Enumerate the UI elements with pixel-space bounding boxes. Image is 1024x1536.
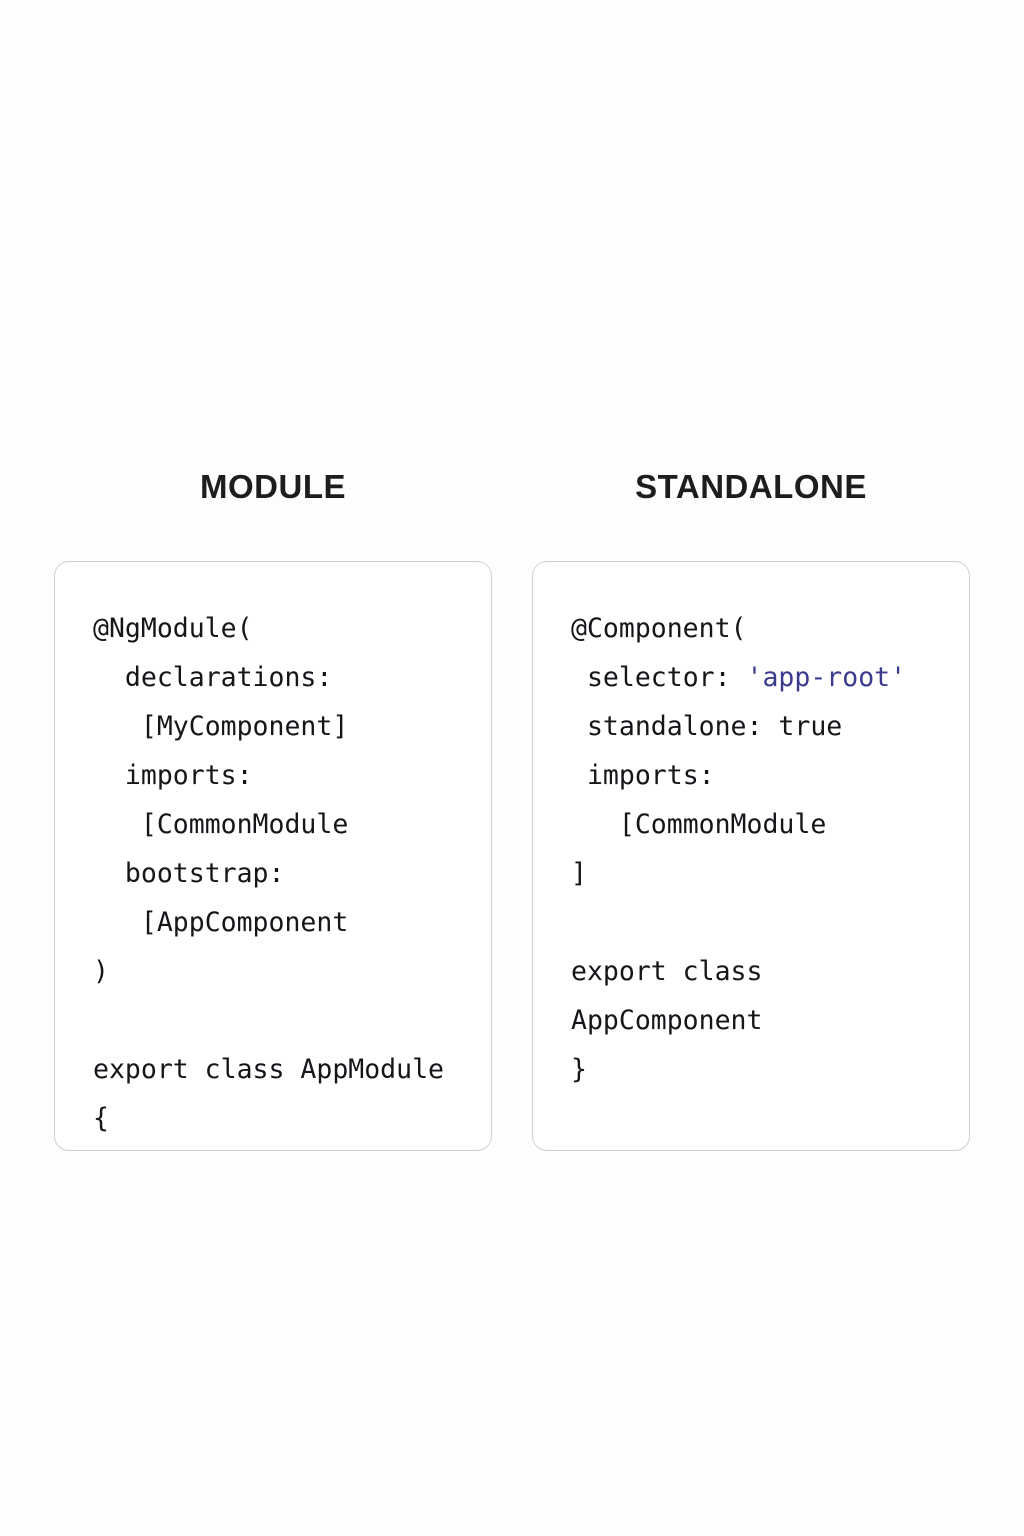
code-block-module: @NgModule( declarations: [MyComponent] i… <box>93 604 469 1143</box>
code-line: ] <box>571 858 587 889</box>
code-line: declarations: <box>93 662 333 693</box>
code-line: standalone: true <box>571 711 843 742</box>
code-token-string-app-root: 'app-root' <box>746 662 907 693</box>
page-title-module: MODULE <box>200 468 346 505</box>
code-line: export class AppComponent <box>571 956 779 1036</box>
column-module: MODULE @NgModule( declarations: [MyCompo… <box>54 470 492 1151</box>
comparison-columns: MODULE @NgModule( declarations: [MyCompo… <box>0 470 1024 1151</box>
code-line: @NgModule( <box>93 613 253 644</box>
code-line: [CommonModule <box>571 809 827 840</box>
code-line: bootstrap: <box>93 858 285 889</box>
column-standalone: STANDALONE @Component( selector: 'app-ro… <box>532 470 970 1151</box>
code-line: [MyComponent] <box>93 711 349 742</box>
code-block-standalone: @Component( selector: 'app-root' standal… <box>571 604 947 1094</box>
code-line-blank <box>571 898 947 947</box>
code-line-selector: selector: 'app-root' <box>571 653 947 702</box>
page-title-standalone: STANDALONE <box>635 468 867 505</box>
code-line: [AppComponent <box>93 907 349 938</box>
code-card-standalone: @Component( selector: 'app-root' standal… <box>532 561 970 1151</box>
code-line: [CommonModule <box>93 809 349 840</box>
code-card-module: @NgModule( declarations: [MyComponent] i… <box>54 561 492 1151</box>
code-line: imports: <box>93 760 253 791</box>
code-line: imports: <box>571 760 715 791</box>
code-line: export class AppModule { <box>93 1054 460 1134</box>
code-line: } <box>571 1054 587 1085</box>
code-token-selector-key: selector: <box>571 662 747 693</box>
code-line: @Component( <box>571 613 747 644</box>
code-line-blank <box>93 996 469 1045</box>
code-line: ) <box>93 956 109 987</box>
